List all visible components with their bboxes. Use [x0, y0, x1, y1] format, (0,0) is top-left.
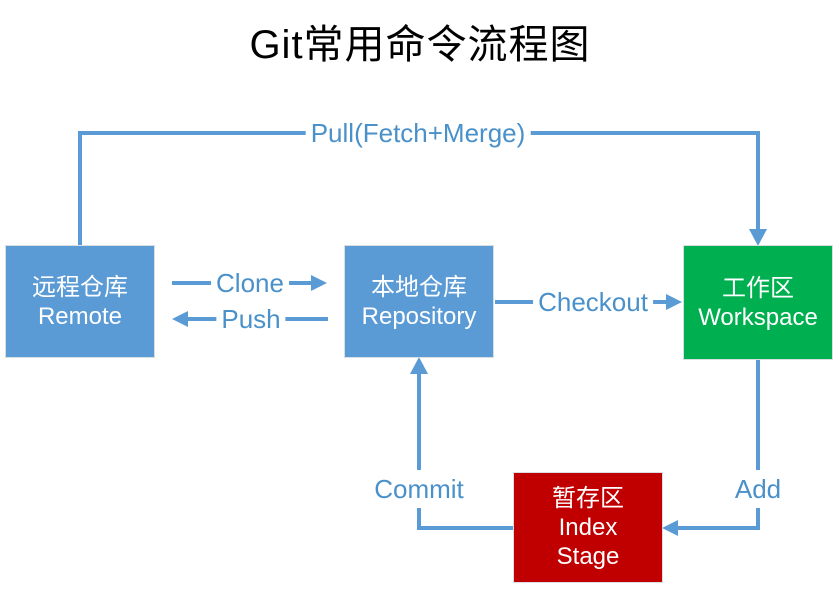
- pull-arrow: [78, 131, 767, 246]
- repository-label-zh: 本地仓库: [371, 273, 467, 301]
- index-label-en-1: Index: [558, 514, 618, 541]
- commit-arrow-line: [417, 374, 513, 530]
- push-edge-label: Push: [216, 303, 286, 335]
- clone-arrowhead-icon: [311, 275, 327, 291]
- add-edge-label: Add: [726, 470, 790, 508]
- workspace-box: 工作区 Workspace: [683, 245, 833, 360]
- diagram-title: Git常用命令流程图: [249, 23, 591, 67]
- commit-arrow: [410, 357, 513, 530]
- repository-box: 本地仓库 Repository: [344, 245, 494, 358]
- workspace-label-zh: 工作区: [722, 274, 794, 302]
- index-label-en-2: Stage: [556, 543, 620, 570]
- index-label-zh: 暂存区: [552, 485, 624, 512]
- add-arrowhead-icon: [662, 520, 678, 536]
- add-arrow-line: [678, 360, 760, 530]
- pull-arrowhead-icon: [749, 229, 767, 246]
- remote-label-zh: 远程仓库: [32, 273, 128, 301]
- checkout-edge-label: Checkout: [533, 286, 653, 318]
- commit-arrowhead-icon: [410, 357, 428, 374]
- index-stage-box: 暂存区 Index Stage: [513, 472, 663, 583]
- remote-label-en: Remote: [37, 302, 123, 330]
- repository-label-en: Repository: [361, 302, 477, 330]
- pull-arrow-line: [78, 131, 760, 245]
- clone-edge-label: Clone: [211, 267, 289, 299]
- workspace-label-en: Workspace: [698, 303, 818, 331]
- checkout-arrowhead-icon: [666, 294, 682, 310]
- pull-edge-label: Pull(Fetch+Merge): [305, 117, 531, 149]
- remote-box: 远程仓库 Remote: [5, 245, 155, 358]
- add-arrow: [662, 360, 760, 536]
- commit-edge-label: Commit: [368, 470, 470, 508]
- push-arrowhead-icon: [172, 311, 188, 327]
